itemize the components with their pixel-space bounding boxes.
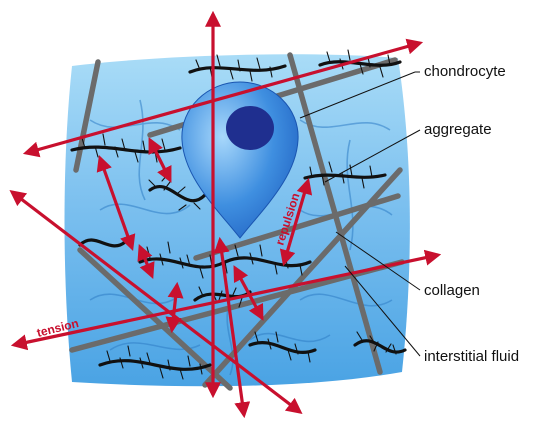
aggregate-label: aggregate xyxy=(424,121,492,138)
chondrocyte-label: chondrocyte xyxy=(424,63,506,80)
collagen-label: collagen xyxy=(424,282,480,299)
nucleus xyxy=(226,106,274,150)
interstitial-fluid-label: interstitial fluid xyxy=(424,348,519,365)
